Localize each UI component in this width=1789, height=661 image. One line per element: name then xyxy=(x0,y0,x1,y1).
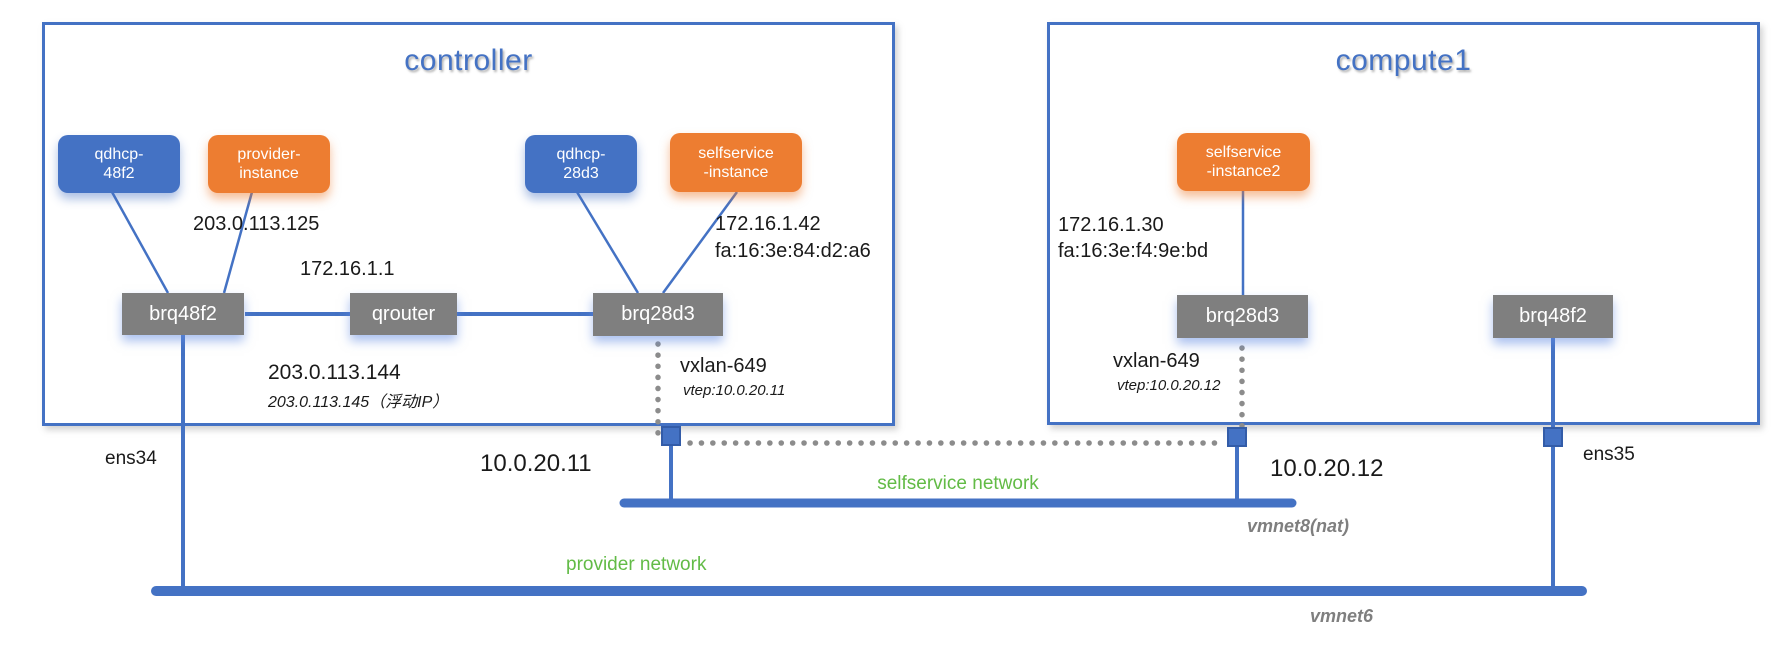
instance-qdhcp-48f2: qdhcp- 48f2 xyxy=(58,135,180,193)
label-vxlan-controller: vxlan-649 xyxy=(680,355,767,377)
label-ens34: ens34 xyxy=(105,448,157,469)
label-instance-ip-compute1: 172.16.1.30 xyxy=(1058,214,1164,236)
compute1-title: compute1 xyxy=(1335,44,1472,77)
label-vmnet6: vmnet6 xyxy=(1310,606,1374,626)
label-floating-ip: 203.0.113.145（浮动IP） xyxy=(268,394,449,411)
bridge-brq28d3-controller: brq28d3 xyxy=(593,293,723,336)
instance-selfservice-instance2: selfservice -instance2 xyxy=(1177,133,1310,191)
ens35-port-square xyxy=(1543,427,1563,447)
label-selfservice-network: selfservice network xyxy=(877,473,1039,494)
bridge-brq48f2-controller: brq48f2 xyxy=(122,293,244,335)
label-instance-mac-controller: fa:16:3e:84:d2:a6 xyxy=(715,240,871,262)
label-router-provider-ip: 203.0.113.144 xyxy=(268,361,401,384)
instance-qdhcp-28d3: qdhcp- 28d3 xyxy=(525,135,637,193)
label-router-selfservice-ip: 172.16.1.1 xyxy=(300,258,395,280)
instance-provider-instance: provider- instance xyxy=(208,135,330,193)
label-provider-network: provider network xyxy=(566,554,707,575)
label-ens35: ens35 xyxy=(1583,444,1635,465)
label-vxlan-compute1: vxlan-649 xyxy=(1113,350,1200,372)
label-instance-ip-controller: 172.16.1.42 xyxy=(715,213,821,235)
tunnel-port-square-controller xyxy=(661,426,681,446)
tunnel-port-square-compute1 xyxy=(1227,427,1247,447)
controller-title: controller xyxy=(404,44,533,77)
bridge-brq28d3-compute1: brq28d3 xyxy=(1177,295,1308,338)
label-tunnel-ip-controller: 10.0.20.11 xyxy=(480,450,592,477)
line-provider-instance-brq48f2 xyxy=(222,191,254,294)
line-qdhcp28d3-brq28d3 xyxy=(575,191,640,294)
label-vtep-controller: vtep:10.0.20.11 xyxy=(683,382,786,399)
bridge-qrouter: qrouter xyxy=(350,293,457,335)
compute1-host-box xyxy=(1047,22,1760,425)
label-vtep-compute1: vtep:10.0.20.12 xyxy=(1117,377,1221,394)
label-vmnet8: vmnet8(nat) xyxy=(1247,516,1350,536)
line-selfservice-instance-brq28d3 xyxy=(661,191,739,294)
label-instance-mac-compute1: fa:16:3e:f4:9e:bd xyxy=(1058,240,1209,262)
controller-host-box xyxy=(42,22,895,426)
bridge-brq48f2-compute1: brq48f2 xyxy=(1493,295,1613,338)
label-provider-ip: 203.0.113.125 xyxy=(193,213,320,235)
label-tunnel-ip-compute1: 10.0.20.12 xyxy=(1270,455,1384,482)
instance-selfservice-instance: selfservice -instance xyxy=(670,133,802,192)
line-qdhcp48f2-brq48f2 xyxy=(110,191,170,294)
